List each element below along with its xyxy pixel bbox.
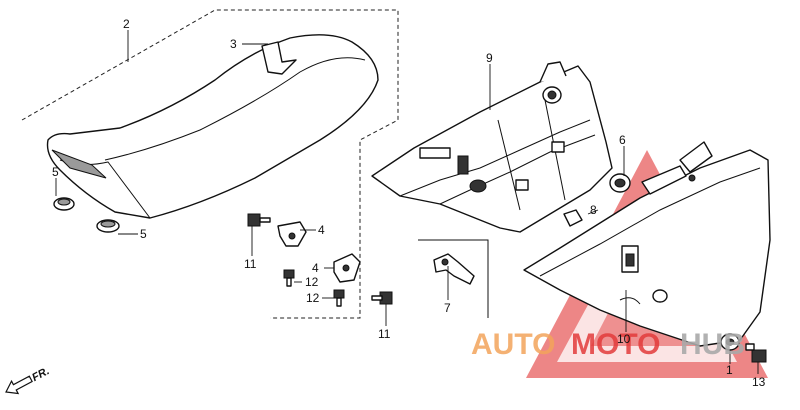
- seat-frame-dash: [21, 9, 399, 319]
- side-cover-part: [523, 141, 771, 347]
- clip-frame: [418, 239, 489, 318]
- callout-6: 6: [619, 133, 626, 147]
- watermark-text: AUTO MOTO HUB: [471, 328, 745, 361]
- bracket-4a: [277, 221, 307, 247]
- grommet-1: [720, 333, 740, 351]
- bolt-11b: [371, 291, 393, 305]
- screw-12b: [333, 289, 345, 307]
- leader-lines: [55, 30, 759, 374]
- callout-4b: 4: [312, 261, 319, 275]
- callout-9: 9: [486, 51, 493, 65]
- callout-3: 3: [230, 37, 237, 51]
- bolt-11a: [247, 213, 271, 227]
- callout-13: 13: [752, 375, 766, 389]
- clip-7: [433, 253, 475, 285]
- watermark-text-hub: HUB: [680, 328, 745, 361]
- callout-10: 10: [617, 332, 631, 346]
- callout-7: 7: [444, 301, 451, 315]
- front-arrow-icon: [5, 375, 33, 395]
- callout-8: 8: [590, 203, 597, 217]
- seat-cushion-5b: [96, 219, 120, 233]
- callout-12b: 12: [306, 291, 320, 305]
- screw-12a: [283, 269, 295, 287]
- watermark-text-auto: AUTO: [471, 328, 555, 361]
- callout-1: 1: [726, 363, 733, 377]
- seat-cushion-5a: [53, 197, 75, 211]
- callout-11b: 11: [378, 327, 391, 341]
- callout-2: 2: [123, 17, 130, 31]
- callout-labels: 2 3 5 5 4 11 4 12 12 11 7 9 6 8 10 1 13: [52, 17, 766, 389]
- front-direction-marker: FR.: [5, 365, 51, 395]
- watermark-text-moto: MOTO: [571, 328, 660, 361]
- seat-part: [46, 34, 379, 219]
- inner-panel-part: [371, 61, 613, 233]
- grommet-6: [609, 173, 631, 193]
- callout-11a: 11: [244, 257, 257, 271]
- callout-5a: 5: [52, 165, 59, 179]
- front-direction-label: FR.: [30, 365, 51, 384]
- bolt-13: [745, 343, 767, 363]
- cushion-8: [563, 209, 583, 227]
- callout-5b: 5: [140, 227, 147, 241]
- callout-12a: 12: [305, 275, 319, 289]
- bracket-4b: [333, 253, 361, 283]
- callout-4a: 4: [318, 223, 325, 237]
